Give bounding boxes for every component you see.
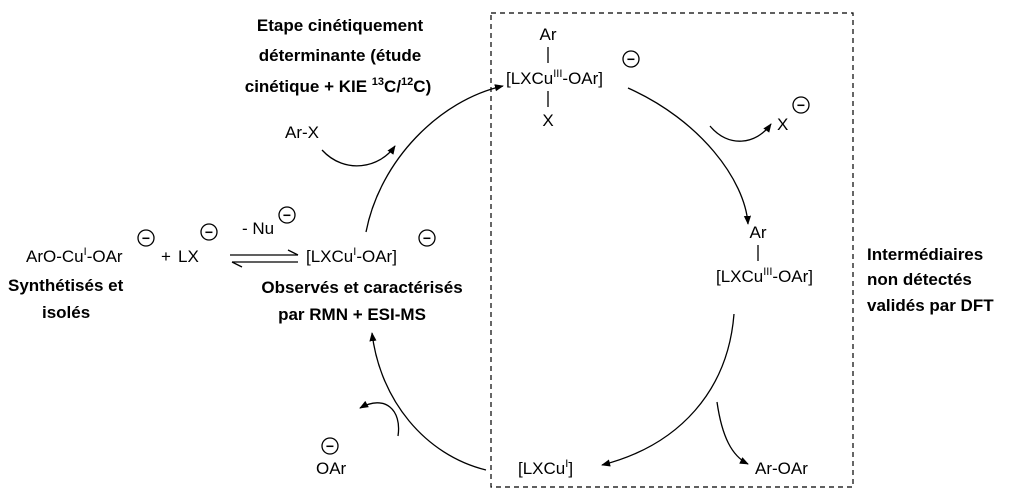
intermediates-line1: Intermédiaires	[867, 245, 983, 264]
anion-charge-lx	[200, 223, 218, 241]
cu3-top-halide: X	[542, 111, 553, 130]
product-leaving-arrow	[716, 401, 749, 465]
observed-line2: par RMN + ESI-MS	[278, 305, 426, 324]
anion-charge-x	[792, 96, 810, 114]
phenoxide-anion: OAr	[316, 459, 347, 478]
plus-sign: +	[161, 247, 171, 266]
anion-charge-phenoxide	[321, 437, 339, 455]
svg-text:−: −	[627, 51, 635, 67]
svg-text:−: −	[423, 230, 431, 246]
anion-charge-start	[137, 229, 155, 247]
lxcu1-oar-complex: [LXCuI-OAr]	[306, 246, 397, 266]
rate-determining-line1: Etape cinétiquement	[257, 16, 424, 35]
cycle-arc-oxidative-addition	[365, 84, 504, 233]
anion-charge-nu	[278, 206, 296, 224]
synthesized-line1: Synthétisés et	[8, 276, 124, 295]
diaryl-ether-product: Ar-OAr	[755, 459, 808, 478]
cu3-top-complex: [LXCuIII-OAr]	[506, 68, 603, 88]
anion-charge-cu3-top	[622, 50, 640, 68]
svg-text:−: −	[142, 230, 150, 246]
aryl-halide: Ar-X	[285, 123, 319, 142]
x-leaving-arrow	[709, 123, 772, 142]
intermediates-box	[490, 12, 854, 488]
intermediates-line3: validés par DFT	[867, 296, 994, 315]
svg-text:−: −	[797, 97, 805, 113]
cu3-right-complex: [LXCuIII-OAr]	[716, 266, 813, 286]
lxcu1-complex: [LXCuI]	[518, 458, 573, 478]
cu3-right-aryl: Ar	[750, 223, 767, 242]
start-species: ArO-CuI-OAr	[26, 246, 123, 266]
cycle-arc-regeneration	[369, 332, 487, 471]
arx-entry-arrow	[321, 145, 396, 167]
intermediates-line2: non détectés	[867, 270, 972, 289]
cu3-top-aryl: Ar	[540, 25, 557, 44]
phenoxide-entry-arrow	[359, 400, 400, 437]
minus-nu: - Nu	[242, 219, 274, 238]
synthesized-line2: isolés	[42, 303, 90, 322]
svg-text:−: −	[205, 224, 213, 240]
cycle-arc-x-release	[627, 87, 752, 225]
equilibrium-arrows	[230, 249, 299, 268]
x-leaving-anion: X	[777, 115, 788, 134]
observed-line1: Observés et caractérisés	[261, 278, 462, 297]
cycle-arc-reductive-elimination	[601, 313, 735, 467]
lx-ligand: LX	[178, 247, 199, 266]
svg-text:−: −	[283, 207, 291, 223]
rate-determining-line3: cinétique + KIE 13C/12C)	[245, 76, 432, 96]
anion-charge-complex	[418, 229, 436, 247]
rate-determining-line2: déterminante (étude	[259, 46, 421, 65]
svg-text:−: −	[326, 438, 334, 454]
